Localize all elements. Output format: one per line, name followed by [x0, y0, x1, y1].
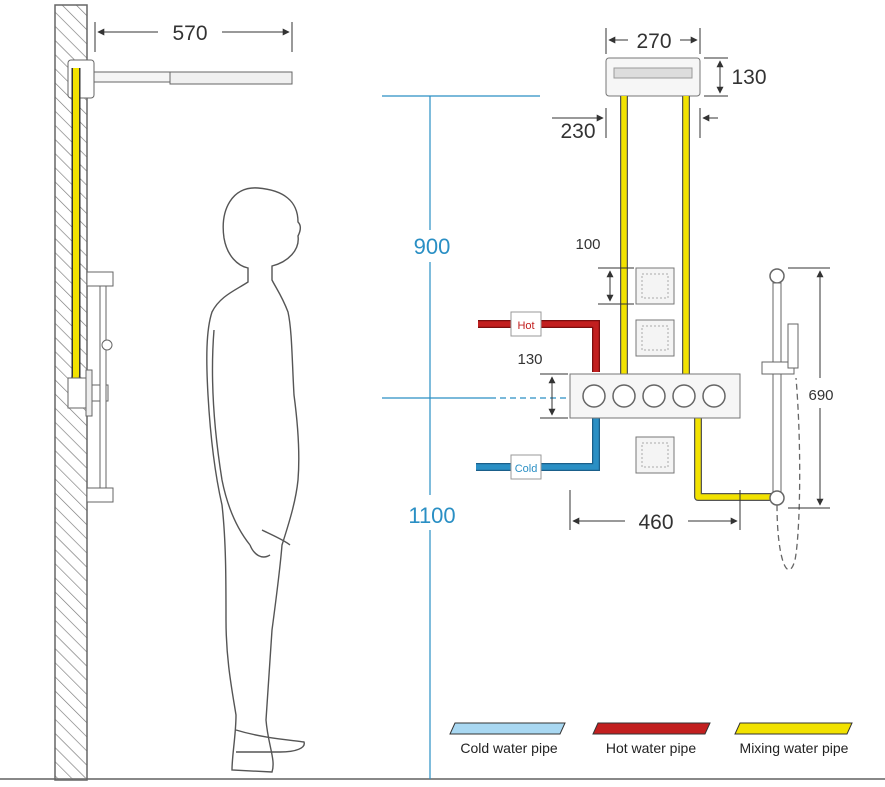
legend-mixing: Mixing water pipe [734, 722, 853, 756]
legend-cold-label: Cold water pipe [460, 740, 557, 756]
height-upper-label: 900 [414, 234, 451, 259]
thermostatic-valve [569, 373, 741, 419]
slide-bar [761, 268, 799, 506]
arm-length-label: 570 [172, 22, 207, 45]
legend-hot-label: Hot water pipe [606, 740, 696, 756]
body-jet [635, 319, 675, 357]
jet-spacing-label: 100 [575, 236, 600, 253]
height-reference: 900 1100 [382, 95, 570, 779]
valve-width-label: 460 [638, 511, 673, 534]
head-height-dimension: 130 [704, 57, 767, 97]
valve-height-dimension: 130 [517, 351, 568, 419]
rain-shower-head [605, 57, 701, 97]
head-width-label: 270 [636, 30, 671, 53]
legend-cold: Cold water pipe [449, 722, 566, 756]
hose [776, 377, 801, 571]
human-figure [206, 187, 305, 773]
mixing-water-pipes [620, 96, 772, 501]
head-depth-label: 230 [560, 120, 595, 143]
body-jet [635, 436, 675, 474]
jet-spacing-dimension: 100 [575, 236, 634, 305]
head-height-label: 130 [731, 66, 766, 89]
body-jets [635, 267, 675, 474]
head-width-dimension: 270 [605, 28, 701, 54]
cold-tag: Cold [510, 454, 542, 480]
body-jet [635, 267, 675, 305]
head-depth-dimension: 230 [552, 108, 718, 143]
height-lower-label: 1100 [408, 503, 455, 528]
legend: Cold water pipe Hot water pipe Mixing wa… [449, 722, 853, 756]
slide-bar-dimension: 690 [788, 267, 834, 509]
valve-height-label: 130 [517, 351, 542, 368]
slide-bar-length-label: 690 [808, 387, 833, 404]
arm-length-dimension: 570 [94, 22, 293, 52]
hot-tag: Hot [510, 311, 542, 337]
legend-hot: Hot water pipe [592, 722, 711, 756]
valve-width-dimension: 460 [569, 490, 741, 534]
legend-mixing-label: Mixing water pipe [740, 740, 849, 756]
side-view-shower-arm [67, 59, 293, 99]
legend-cold-swatch [449, 722, 566, 735]
legend-hot-swatch [592, 722, 711, 735]
legend-mixing-swatch [734, 722, 853, 735]
side-view-slide-bar [86, 271, 114, 503]
hot-tag-label: Hot [517, 320, 534, 332]
cold-tag-label: Cold [515, 463, 538, 475]
